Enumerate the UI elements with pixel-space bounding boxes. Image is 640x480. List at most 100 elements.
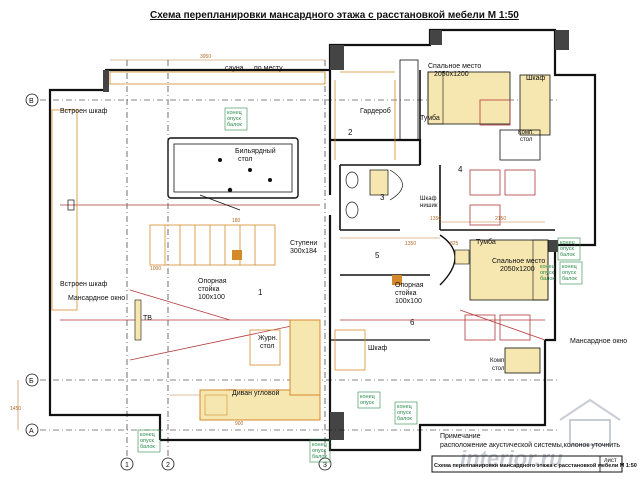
svg-text:балок: балок: [397, 416, 412, 422]
label-column-left-2: стойка: [198, 285, 220, 293]
label-billiard-1: Бильярдный: [235, 147, 276, 155]
svg-text:конец: конец: [312, 442, 328, 448]
axis-markers: В Б А 1 2 3: [25, 93, 332, 471]
axis-label-a: А: [29, 428, 34, 435]
support-column-left: [232, 250, 242, 260]
label-roof-window-right: Мансардное окно: [570, 338, 627, 345]
label-wardrobe-mid: Шкаф: [368, 345, 388, 352]
svg-text:конец: конец: [562, 264, 578, 270]
dim-4: 825: [450, 241, 459, 247]
bathroom-fixtures: [345, 169, 403, 219]
label-built-in-wardrobe-top: Встроен шкаф: [60, 108, 108, 115]
stool-room4-b: [469, 204, 501, 226]
stool-room4-a: [469, 169, 501, 196]
title-block-text: Схема перепланировки мансардного этажа с…: [434, 462, 637, 469]
label-computer-desk-top-2: стол: [520, 137, 533, 143]
room-numbers: 1 2 3 4 5 6: [258, 128, 463, 327]
beam-lines: [60, 204, 546, 361]
svg-text:конец: конец: [227, 110, 243, 116]
stool-room4-c: [504, 169, 536, 196]
label-steps-1: Ступени: [290, 240, 317, 247]
axis-label-v: В: [29, 98, 34, 105]
svg-text:опуск: опуск: [360, 400, 374, 406]
label-niche-wardrobe-2: нишик: [420, 203, 438, 209]
billiard-table: [167, 137, 299, 211]
drawing-title: Схема перепланировки мансардного этажа с…: [150, 9, 519, 21]
svg-text:конец: конец: [397, 404, 413, 410]
svg-text:балок: балок: [562, 276, 577, 282]
stool-room4-d: [479, 99, 511, 126]
label-tumba-top: Тумба: [420, 114, 440, 122]
label-sleep-top-2: 2050х1200: [434, 71, 469, 78]
label-steps-2: 300х184: [290, 248, 317, 255]
svg-text:конец: конец: [540, 264, 556, 270]
green-note-6: конец опуск балок: [397, 404, 413, 422]
svg-text:опуск: опуск: [560, 246, 574, 252]
label-corner-sofa: Диван угловой: [232, 389, 279, 397]
label-computer-desk-top-1: Комп.: [518, 130, 534, 136]
dim-1: 3950: [200, 54, 211, 60]
dim-2: 1350: [405, 241, 416, 247]
label-sauna: сауна: [225, 65, 244, 72]
svg-text:опуск: опуск: [312, 448, 326, 454]
window-left-marker: [67, 199, 75, 211]
label-computer-desk-bottom-2: стол: [492, 366, 505, 372]
label-shkaf-top-right: Шкаф: [526, 75, 546, 82]
svg-text:опуск: опуск: [540, 270, 554, 276]
svg-text:опуск: опуск: [397, 410, 411, 416]
computer-desk-top: [499, 129, 541, 161]
label-coffee-table-1: Журн.: [258, 335, 278, 342]
axis-label-1: 1: [125, 462, 129, 469]
label-billiard-2: стол: [238, 156, 252, 163]
note-text: расположение акустической системы,колоно…: [440, 441, 620, 449]
title-block: [431, 455, 623, 473]
svg-text:опуск: опуск: [562, 270, 576, 276]
stool-room6-b: [499, 314, 531, 341]
label-column-mid-1: Опорная: [395, 282, 424, 289]
room-number-3: 3: [380, 193, 385, 202]
label-column-left-3: 100х100: [198, 294, 225, 301]
title-block-sheet-label: лист: [604, 458, 617, 464]
label-tv: ТВ: [143, 315, 152, 322]
svg-text:опуск: опуск: [140, 438, 154, 444]
label-built-in-wardrobe-bottom: Встроен шкаф: [60, 281, 108, 288]
svg-text:балок: балок: [227, 122, 242, 128]
green-note-8: конец опуск балок: [540, 264, 556, 282]
support-column-mid: [392, 275, 402, 285]
watermark: interior.ru: [460, 446, 563, 471]
svg-text:балок: балок: [312, 454, 327, 460]
svg-text:конец: конец: [560, 240, 576, 246]
label-wardrobe: Гардероб: [360, 107, 391, 115]
dim-5: 2150: [495, 216, 506, 222]
wardrobe-top-right: [519, 74, 551, 136]
bed-top: [427, 71, 511, 125]
svg-text:балок: балок: [140, 444, 155, 450]
label-po-mestu: по месту: [254, 65, 283, 72]
dim-6: 1450: [10, 406, 21, 412]
label-column-mid-2: стойка: [395, 289, 417, 297]
green-note-5: конец опуск: [360, 394, 376, 406]
wardrobe-mid: [334, 329, 366, 371]
label-computer-desk-bottom-1: Комп.: [490, 358, 506, 364]
label-coffee-table-2: стол: [260, 343, 274, 350]
label-column-mid-3: 100х100: [395, 298, 422, 305]
axis-label-2: 2: [166, 462, 170, 469]
green-leaders: [137, 107, 583, 463]
svg-text:опуск: опуск: [227, 116, 241, 122]
green-note-1: конец опуск балок: [227, 110, 243, 128]
label-nightstand-mid: Тумба: [476, 238, 496, 246]
svg-text:конец: конец: [140, 432, 156, 438]
svg-text:балок: балок: [560, 252, 575, 258]
nightstand-middle: [454, 249, 470, 265]
label-sleep-mid-1: Спальное место: [492, 258, 545, 265]
room-number-2: 2: [348, 128, 353, 137]
stool-room6-a: [464, 314, 496, 341]
green-note-7: конец опуск балок: [312, 442, 328, 460]
wall-hatching: [103, 30, 569, 440]
label-sleep-top-1: Спальное место: [428, 63, 481, 70]
coffee-table: [249, 329, 281, 366]
axis-label-3: 3: [323, 462, 327, 469]
plan-labels: сауна по месту Гардероб Спальное место 2…: [60, 63, 627, 397]
green-note-4: конец опуск балок: [140, 432, 156, 450]
